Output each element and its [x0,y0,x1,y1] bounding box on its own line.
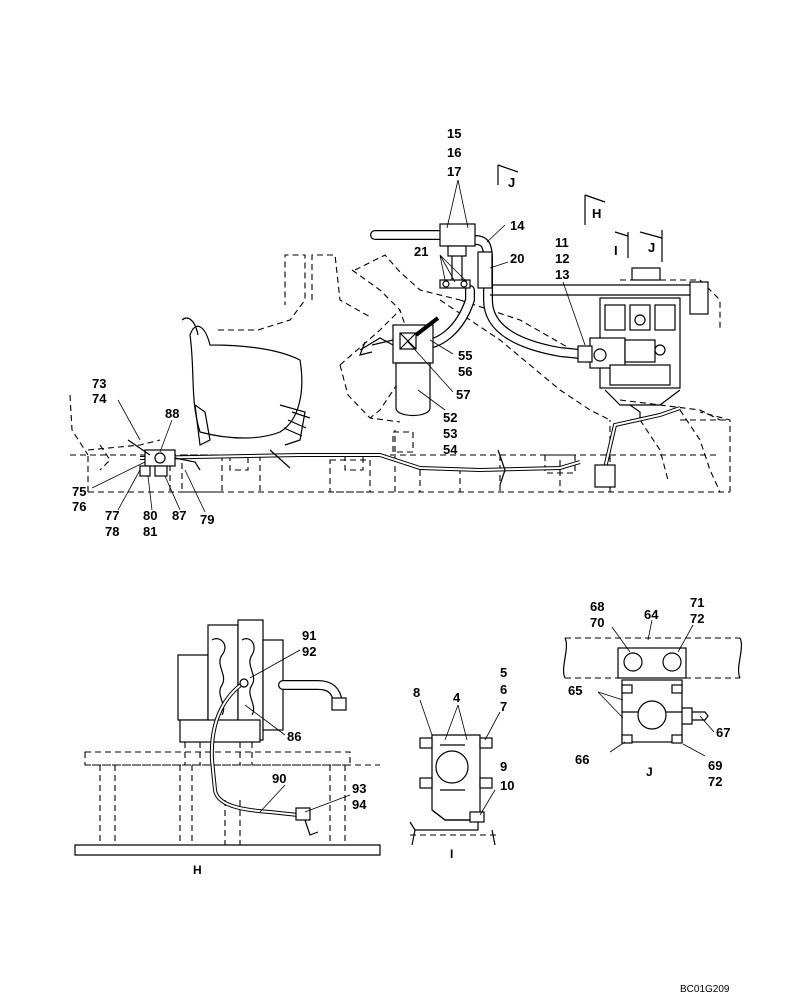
view-label-h: H [193,863,202,877]
callout-78: 78 [105,524,119,539]
callout-17: 17 [447,164,461,179]
callout-20: 20 [510,251,524,266]
clamp-14-20 [477,251,493,289]
callout-75: 75 [72,484,86,499]
callout-94: 94 [352,797,367,812]
control-valve [577,297,681,421]
callout-81: 81 [143,524,157,539]
leader-lines-main [91,179,586,513]
callout-65: 65 [568,683,582,698]
section-label-j-right: J [648,240,655,255]
pilot-line [139,406,681,488]
callout-66: 66 [575,752,589,767]
callout-55: 55 [458,348,472,363]
callout-88: 88 [165,406,179,421]
section-marker-j-right: J [639,230,663,262]
callout-79: 79 [200,512,214,527]
callout-80: 80 [143,508,157,523]
callout-73: 73 [92,376,106,391]
section-label-i: I [614,243,618,258]
callout-8: 8 [413,685,420,700]
callout-14: 14 [510,218,525,233]
view-h: 91 92 86 90 93 94 H [74,619,381,877]
callout-74: 74 [92,391,107,406]
callout-15: 15 [447,126,461,141]
main-view: J H I J [69,126,731,539]
callout-93: 93 [352,781,366,796]
callout-21: 21 [414,244,428,259]
callout-76: 76 [72,499,86,514]
callout-10: 10 [500,778,514,793]
callout-7: 7 [500,699,507,714]
callout-91: 91 [302,628,316,643]
callout-16: 16 [447,145,461,160]
callout-92: 92 [302,644,316,659]
switch-cluster [127,439,201,477]
upper-pipe [490,267,709,315]
callout-56: 56 [458,364,472,379]
view-i: 8 4 5 6 7 9 10 I [409,665,514,861]
callout-67: 67 [716,725,730,740]
callout-71: 71 [690,595,704,610]
callout-13: 13 [555,267,569,282]
callout-70: 70 [590,615,604,630]
section-marker-i: I [614,231,629,258]
callout-86: 86 [287,729,301,744]
callout-87: 87 [172,508,186,523]
callout-6: 6 [500,682,507,697]
main-hose [370,230,585,359]
section-marker-j-top: J [497,164,519,190]
section-label-j-top: J [508,175,515,190]
callout-52: 52 [443,410,457,425]
section-label-h: H [592,206,601,221]
valve-15-17 [439,223,476,289]
callout-53: 53 [443,426,457,441]
callout-72-bottom: 72 [708,774,722,789]
callout-9: 9 [500,759,507,774]
callout-54: 54 [443,442,458,457]
callout-5: 5 [500,665,507,680]
callout-12: 12 [555,251,569,266]
callout-57: 57 [456,387,470,402]
callout-72-top: 72 [690,611,704,626]
view-label-i: I [450,847,453,861]
callout-11: 11 [555,235,569,250]
callout-64: 64 [644,607,659,622]
callout-4: 4 [453,690,461,705]
view-j: 68 70 64 71 72 65 67 66 69 72 J [562,595,743,789]
engine-block [181,317,311,446]
callout-77: 77 [105,508,119,523]
diagram-code: BC01G209 [680,984,730,995]
view-label-j: J [646,765,653,779]
section-marker-h: H [584,194,606,225]
filter-52-57 [359,316,440,417]
callout-90: 90 [272,771,286,786]
callout-68: 68 [590,599,604,614]
callout-69: 69 [708,758,722,773]
